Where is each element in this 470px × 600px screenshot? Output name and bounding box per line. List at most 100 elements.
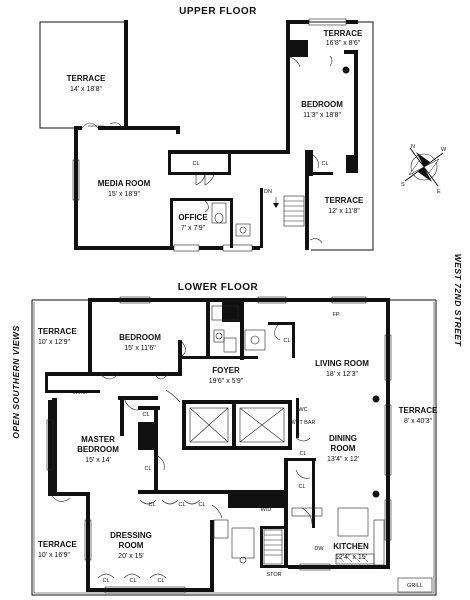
wet-bar-label: WET BAR [291, 420, 316, 426]
room-name: MEDIA ROOM [98, 179, 151, 188]
open-southern-views-label: OPEN SOUTHERN VIEWS [11, 325, 21, 438]
elevators [189, 407, 285, 443]
dining-room-column [372, 490, 380, 498]
living-room-column [372, 395, 380, 403]
closet-label: CL [198, 502, 205, 508]
storage-label: STOR [266, 572, 281, 578]
room-dims: 15' x 11'6" [124, 345, 156, 352]
upper-stairs [273, 195, 305, 227]
upper-closet-label: CL [321, 161, 328, 167]
room-dims: 15' x 14' [85, 457, 111, 464]
room-dims: 11'3" x 18'8" [303, 112, 341, 119]
lower-terrace-outline [31, 299, 437, 596]
dressing-room-label: DRESSING ROOM 20' x 15' [110, 531, 152, 560]
room-name: DINING [329, 434, 357, 443]
room-name: TERRACE [38, 327, 77, 336]
upper-right-terrace-outline [290, 21, 374, 251]
upper-top-terrace-label: TERRACE 16'8" x 8'6" [324, 29, 363, 47]
wc-label: WC [298, 407, 307, 413]
dressing-bath [213, 519, 255, 564]
lower-stairs [263, 529, 283, 565]
upper-doors [81, 55, 333, 244]
room-dims: 15' x 18'9" [108, 191, 141, 198]
room-dims: 10' x 16'9" [38, 552, 71, 559]
room-dims: 12' x 11'8" [328, 208, 360, 215]
upper-closet-label: CL [192, 161, 199, 167]
room-dims: 20' x 15' [118, 553, 144, 560]
lower-terrace-top-left-label: TERRACE 10' x 12'9" [38, 327, 77, 346]
room-name: KITCHEN [333, 542, 369, 551]
upper-right-terrace-label: TERRACE 12' x 11'8" [325, 196, 364, 215]
living-room-label: LIVING ROOM 18' x 12'3" [315, 359, 369, 378]
lower-bedroom-label: BEDROOM 15' x 11'6" [119, 333, 161, 352]
room-name: FOYER [212, 366, 240, 375]
room-name: TERRACE [399, 406, 438, 415]
room-dims: 14' x 18'8" [70, 86, 103, 93]
compass-s: S [401, 182, 405, 188]
lower-bedroom-bath [211, 305, 266, 353]
foyer-label: FOYER 19'6" x 5'9" [209, 366, 244, 385]
room-name: MASTER [81, 435, 115, 444]
master-bedroom-label: MASTER BEDROOM 15' x 14' [77, 435, 119, 464]
office-label: OFFICE 7' x 7'9" [178, 213, 208, 232]
kitchen-counters [291, 507, 385, 566]
upper-floor-title: UPPER FLOOR [179, 6, 257, 17]
closet-label: CL [148, 502, 155, 508]
room-name-2: BEDROOM [77, 445, 119, 454]
room-dims: 13'4" x 12' [327, 456, 359, 463]
media-room-label: MEDIA ROOM 15' x 18'9" [98, 179, 151, 198]
room-name: TERRACE [67, 74, 106, 83]
compass-e: E [437, 189, 441, 195]
closet-label: CL [144, 466, 151, 472]
upper-bedroom-column [342, 66, 350, 74]
room-name: LIVING ROOM [315, 359, 369, 368]
room-dims: 12'4" x 15' [335, 554, 367, 561]
compass-w: W [441, 147, 447, 153]
washer-dryer-label: W/D [261, 507, 272, 513]
east-terrace-label: TERRACE 8' x 40'3" [399, 406, 438, 425]
dining-room-label: DINING ROOM 13'4" x 12' [327, 434, 359, 463]
room-name: TERRACE [325, 196, 364, 205]
closet-label: CL [178, 502, 185, 508]
upper-bedroom-label: BEDROOM 11'3" x 18'8" [301, 100, 343, 119]
west-72nd-street-label: WEST 72ND STREET [453, 254, 463, 347]
lower-terrace-bottom-left-label: TERRACE 10' x 16'9" [38, 540, 77, 559]
room-dims: 18' x 12'3" [326, 371, 359, 378]
room-dims: 8' x 40'3" [404, 418, 433, 425]
upper-bath [211, 202, 251, 237]
compass-n: N [411, 144, 415, 150]
lower-floor-title: LOWER FLOOR [178, 282, 259, 293]
closet-label: CL [129, 578, 136, 584]
fireplace-label: FP [332, 312, 339, 318]
room-name-2: ROOM [331, 444, 356, 453]
grill-label: GRILL [407, 583, 423, 589]
lower-windows [46, 296, 392, 594]
room-name: BEDROOM [301, 100, 343, 109]
room-dims: 10' x 12'9" [38, 339, 71, 346]
dishwasher-label-2: DW [374, 565, 384, 571]
closet-label: CL [298, 484, 305, 490]
room-name-2: ROOM [119, 541, 144, 550]
closet-label: CL [283, 338, 290, 344]
room-dims: 16'8" x 8'6" [326, 40, 361, 47]
room-name: OFFICE [178, 213, 208, 222]
walk-in-closet-label: W.I.C. [73, 390, 88, 396]
room-dims: 19'6" x 5'9" [209, 378, 244, 385]
stair-down-label: DN [264, 189, 272, 195]
dishwasher-label: DW [314, 546, 324, 552]
compass-icon: N W S E [401, 144, 447, 195]
upper-floor-walls [74, 20, 358, 250]
room-dims: 7' x 7'9" [181, 225, 206, 232]
room-name: TERRACE [38, 540, 77, 549]
lower-floor-walls [45, 298, 390, 592]
upper-windows [72, 18, 347, 252]
lower-doors [51, 324, 313, 579]
closet-label: CL [142, 412, 149, 418]
lower-closet-labels: CL CL CL CL CL CL CL CL CL CL CL [102, 338, 306, 584]
closet-label: CL [102, 578, 109, 584]
closet-label: CL [157, 578, 164, 584]
upper-left-terrace-label: TERRACE 14' x 18'8" [67, 74, 106, 93]
room-name: TERRACE [324, 29, 363, 38]
closet-label: CL [299, 451, 306, 457]
